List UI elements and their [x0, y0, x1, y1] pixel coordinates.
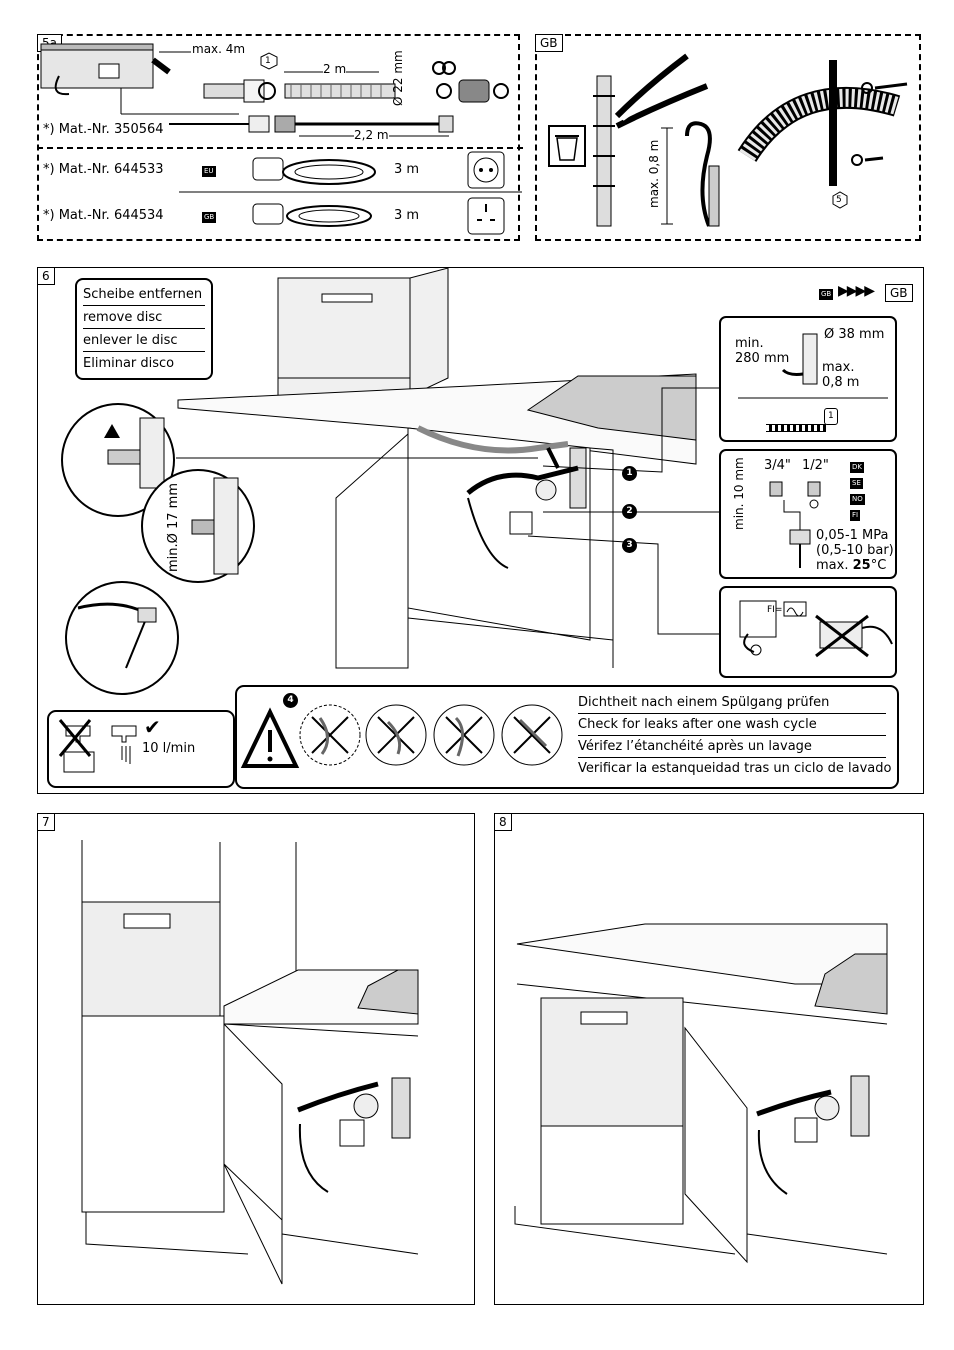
- remove-disc-box: Scheibe entfernen remove disc enlever le…: [75, 278, 213, 380]
- panel-6-label: 6: [37, 267, 55, 285]
- panel-5a: 5a: [37, 34, 524, 241]
- leak-check-en: Check for leaks after one wash cycle: [578, 714, 886, 736]
- panel-8-label: 8: [494, 813, 512, 831]
- gb-ref-label: GB: [885, 284, 913, 302]
- gb-ref-badge: GB: [819, 289, 834, 300]
- callout-1: 1: [622, 466, 637, 481]
- material-number-3: *) Mat.-Nr. 644534: [43, 208, 164, 223]
- diameter-label: Ø 22 mm: [391, 50, 405, 106]
- thread-3-4: 3/4": [764, 458, 791, 473]
- hose-set-illustration: [37, 43, 524, 235]
- pressure-bar: (0,5-10 bar): [816, 543, 894, 558]
- drain-min-label: min.: [735, 336, 764, 351]
- gb-badge: GB: [202, 212, 217, 223]
- installation-step-8: [514, 923, 888, 1264]
- callout-4: 4: [283, 693, 298, 708]
- min-diameter-label: min.Ø 17 mm: [166, 482, 181, 572]
- flow-rate: 10 l/min: [142, 741, 196, 756]
- panel-8: 8: [494, 813, 924, 1305]
- panel-gb-label: GB: [535, 34, 563, 52]
- drain-min-height: 280 mm: [735, 351, 790, 366]
- installation-illustration: [47, 267, 899, 789]
- drain-marker: 1: [824, 408, 838, 425]
- arrow-icons: ▶▶▶▶: [838, 283, 875, 299]
- panel-7-label: 7: [37, 813, 55, 831]
- drain-max-height: 0,8 m: [822, 375, 860, 390]
- hex-marker-1: 1: [265, 56, 271, 66]
- drain-max-label: max.: [822, 360, 855, 375]
- country-se: SE: [850, 478, 863, 489]
- panel-gb: GB max. 0,8 m 5: [535, 34, 921, 241]
- thread-1-2: 1/2": [802, 458, 829, 473]
- max-height-label: max. 0,8 m: [647, 139, 661, 208]
- leak-check-fr: Vérifez l’étanchéité après un lavage: [578, 736, 886, 758]
- callout-2: 2: [622, 504, 637, 519]
- gb-drain-illustration: [548, 53, 908, 227]
- callout-3: 3: [622, 538, 637, 553]
- max-temperature: max. 25°C: [816, 558, 887, 573]
- remove-disc-de: Scheibe entfernen: [83, 284, 205, 306]
- remove-disc-fr: enlever le disc: [83, 330, 205, 352]
- remove-disc-en: remove disc: [83, 307, 205, 329]
- extension-length-label: 2,2 m: [354, 128, 389, 143]
- panel-6: 6: [37, 267, 924, 794]
- cord-length-gb: 3 m: [394, 208, 420, 223]
- country-fi: FI: [850, 510, 861, 521]
- leak-check-de: Dichtheit nach einem Spülgang prüfen: [578, 692, 886, 714]
- material-number-1: *) Mat.-Nr. 350564: [43, 122, 164, 137]
- eu-badge: EU: [202, 166, 216, 177]
- country-dk: DK: [850, 462, 864, 473]
- checkmark-icon: ✔: [144, 715, 161, 739]
- hex-marker-5: 5: [836, 195, 842, 205]
- cord-length-eu: 3 m: [394, 162, 420, 177]
- leak-check-es: Verificar la estanqueidad tras un ciclo …: [578, 761, 892, 776]
- hose-length-label: 2 m: [323, 62, 347, 77]
- remove-disc-es: Eliminar disco: [83, 356, 175, 371]
- min-thread-label: min. 10 mm: [732, 457, 746, 530]
- material-number-2: *) Mat.-Nr. 644533: [43, 162, 164, 177]
- drain-diameter: Ø 38 mm: [824, 327, 885, 342]
- fi-label: FI=: [767, 605, 783, 615]
- max-length-label: max. 4m: [192, 42, 246, 57]
- panel-7: 7: [37, 813, 475, 1305]
- country-no: NO: [850, 494, 865, 505]
- installation-step-7: [81, 840, 419, 1285]
- pressure-mpa: 0,05-1 MPa: [816, 528, 889, 543]
